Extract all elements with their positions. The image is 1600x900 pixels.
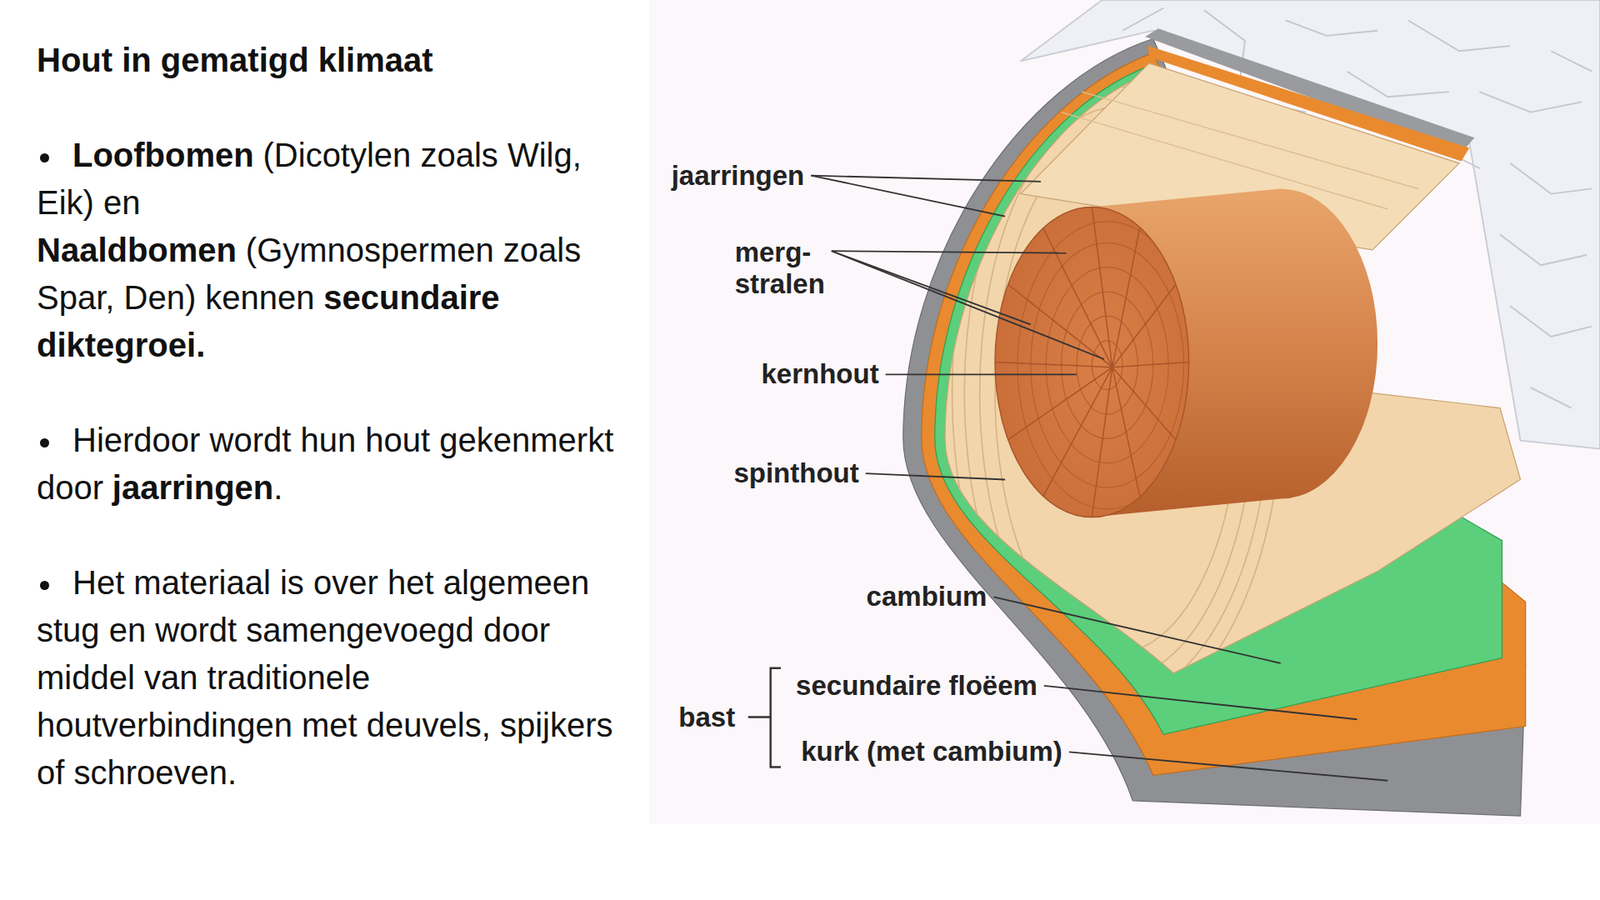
part-label: secundaire floëem [795, 670, 1038, 702]
bullet-paragraph: Loofbomen(Dicotylen zoals Wilg, Eik) enN… [36, 131, 620, 370]
leader-line [831, 250, 1105, 360]
kernhout-cylinder-part [995, 206, 1190, 517]
bullet-paragraph: Hierdoor wordt hun hout gekenmerkt doorj… [36, 416, 620, 512]
leader-line [1069, 751, 1388, 780]
leader-line [865, 473, 1005, 480]
leader-line [831, 250, 1031, 325]
spinthout-layer-part [1061, 91, 1419, 210]
kernhout-cylinder-part-part [1091, 340, 1123, 390]
bullet-paragraph: Het materiaal is over het algemeen stug … [36, 559, 620, 797]
slide-title: Hout in gematigd klimaat [36, 36, 620, 85]
leader-line [885, 373, 1077, 375]
part-label: kurk (met cambium) [800, 735, 1063, 768]
leader-line [993, 596, 1280, 664]
leader-line [810, 175, 1005, 217]
bold-text: Naaldbomen [36, 231, 237, 269]
floeem-layer-part [921, 53, 1526, 776]
kernhout-cylinder-part-part [995, 206, 1190, 517]
bullet-dot [40, 580, 50, 590]
background-part [649, 0, 1600, 825]
bullet-dot [40, 438, 50, 448]
bold-text: Loofbomen [72, 136, 255, 174]
background [649, 0, 1600, 825]
part-label: jaarringen [671, 160, 805, 192]
kernhout-cylinder [995, 188, 1378, 517]
spinthout-layer [945, 63, 1520, 718]
part-label: merg- stralen [735, 236, 825, 300]
body-text: . [273, 469, 283, 506]
text-column: Hout in gematigd klimaatLoofbomen(Dicoty… [36, 36, 620, 845]
leader-line [1044, 685, 1358, 720]
kernhout-cylinder-part [995, 206, 1197, 517]
bullet-dot [40, 153, 50, 163]
tree-trunk-illustration [649, 0, 1600, 825]
bast-bracket [748, 668, 781, 768]
bold-text: jaarringen [112, 469, 274, 506]
bast-bracket-part [748, 668, 781, 768]
kernhout-cylinder-part-part [1017, 221, 1197, 510]
leader-line [810, 175, 1041, 182]
leader-line [831, 250, 1067, 253]
body-text: Het materiaal is over het algemeen stug … [36, 564, 614, 791]
floeem-layer [921, 45, 1526, 775]
part-label: spinthout [733, 457, 859, 490]
part-label: kernhout [760, 358, 879, 390]
part-label: bast [678, 701, 735, 734]
part-label: cambium [866, 580, 988, 613]
